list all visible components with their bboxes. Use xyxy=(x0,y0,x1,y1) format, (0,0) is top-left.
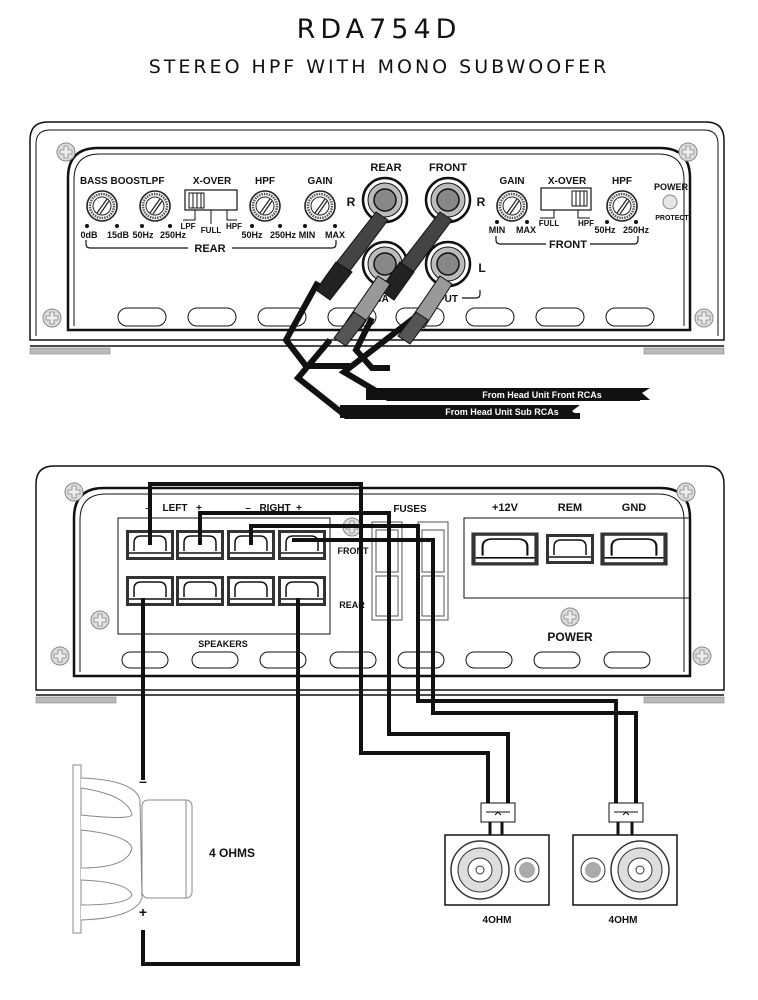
svg-text:FULL: FULL xyxy=(539,219,560,228)
rca-front-right-jack[interactable] xyxy=(424,176,472,224)
screw-icon xyxy=(64,482,84,502)
screw-icon xyxy=(678,142,698,162)
lpf-knob[interactable] xyxy=(138,189,172,223)
svg-text:250Hz: 250Hz xyxy=(623,225,650,235)
svg-text:MIN: MIN xyxy=(299,230,316,240)
svg-text:HPF: HPF xyxy=(612,176,632,187)
hpf-front-knob[interactable] xyxy=(605,189,639,223)
rear-section-label: REAR xyxy=(194,243,225,255)
svg-text:REAR: REAR xyxy=(370,162,401,174)
svg-text:PUT: PUT xyxy=(438,294,458,305)
screw-icon xyxy=(90,610,110,630)
svg-text:+12V: +12V xyxy=(492,502,519,514)
rca-front-left-jack[interactable] xyxy=(424,240,472,288)
terminal-rem[interactable] xyxy=(545,533,595,565)
hpf-rear-label: HPF xyxy=(255,176,275,187)
terminal-front-right-plus[interactable] xyxy=(277,529,327,561)
screw-icon xyxy=(692,646,712,666)
front-right-impedance: 4OHM xyxy=(609,915,638,926)
bass-boost-label: BASS BOOST xyxy=(80,176,146,187)
svg-text:MAX: MAX xyxy=(516,225,536,235)
sub-plus-label: + xyxy=(139,904,147,920)
rca-rear-right-jack[interactable] xyxy=(361,176,409,224)
svg-text:FRONT: FRONT xyxy=(429,162,467,174)
svg-text:50Hz: 50Hz xyxy=(132,230,154,240)
front-left-impedance: 4OHM xyxy=(483,915,512,926)
svg-text:+: + xyxy=(196,503,202,514)
gain-rear-label: GAIN xyxy=(308,176,333,187)
rear-controls: BASS BOOST 0dB 15dB LPF 50Hz 250Hz X-OVE… xyxy=(80,176,345,255)
svg-text:0dB: 0dB xyxy=(80,230,98,240)
front-controls: GAIN MIN MAX X-OVER FULL HPF HPF 50Hz 25… xyxy=(489,176,690,251)
screw-icon xyxy=(560,607,580,627)
svg-text:X-OVER: X-OVER xyxy=(548,176,587,187)
lpf-label: LPF xyxy=(146,176,165,187)
bass-boost-knob[interactable] xyxy=(85,189,119,223)
subwoofer: – + 4 OHMS xyxy=(72,764,255,934)
terminal-gnd[interactable] xyxy=(599,531,669,567)
gain-rear-knob[interactable] xyxy=(303,189,337,223)
svg-text:–: – xyxy=(245,503,251,514)
screw-icon xyxy=(676,482,696,502)
gain-front-knob[interactable] xyxy=(495,189,529,223)
xover-front-switch[interactable] xyxy=(540,187,592,219)
svg-text:GND: GND xyxy=(622,502,647,514)
power-label: POWER xyxy=(547,630,593,644)
svg-text:15dB: 15dB xyxy=(107,230,130,240)
svg-text:250Hz: 250Hz xyxy=(270,230,297,240)
cable-label-front: From Head Unit Front RCAs xyxy=(482,390,602,400)
rca-cables: From Head Unit Front RCAs From Head Unit… xyxy=(282,211,650,419)
speaker-terminal-block: – LEFT + – RIGHT + FRONT REAR SPEAKERS xyxy=(117,503,369,649)
svg-text:R: R xyxy=(477,195,486,209)
front-left-speaker: 4OHM xyxy=(444,802,550,926)
svg-text:HPF: HPF xyxy=(226,222,242,231)
svg-text:FULL: FULL xyxy=(201,226,222,235)
fuses-label: FUSES xyxy=(393,504,427,515)
diagram-subtitle: STEREO HPF WITH MONO SUBWOOFER xyxy=(148,56,610,78)
sub-impedance-label: 4 OHMS xyxy=(209,846,255,860)
svg-text:REM: REM xyxy=(558,502,582,514)
screw-icon xyxy=(42,308,62,328)
power-indicator-label: POWER xyxy=(654,182,689,192)
front-section-label: FRONT xyxy=(549,239,587,251)
protect-label: PROTECT xyxy=(655,215,689,222)
rear-row-label: REAR xyxy=(339,600,365,610)
model-title: RDA754D xyxy=(296,14,462,45)
svg-text:HPF: HPF xyxy=(578,219,594,228)
svg-text:+: + xyxy=(296,503,302,514)
power-led-icon xyxy=(662,194,678,210)
xover-rear-label: X-OVER xyxy=(193,176,232,187)
power-terminal-block: +12V REM GND POWER xyxy=(463,502,691,644)
terminal-rear-right-minus[interactable] xyxy=(226,575,276,607)
terminal-rear-right-plus[interactable] xyxy=(277,575,327,607)
terminal-plus-12v[interactable] xyxy=(470,531,540,567)
screw-icon xyxy=(50,646,70,666)
speaker-wires xyxy=(141,482,638,966)
front-right-speaker: 4OHM xyxy=(572,802,678,926)
svg-text:MAX: MAX xyxy=(325,230,345,240)
svg-text:RIGHT: RIGHT xyxy=(259,503,290,514)
svg-text:50Hz: 50Hz xyxy=(241,230,263,240)
sub-minus-label: – xyxy=(139,773,147,789)
svg-text:LPF: LPF xyxy=(180,222,195,231)
xover-rear-switch[interactable] xyxy=(183,189,238,224)
front-row-label: FRONT xyxy=(338,546,369,556)
svg-text:50Hz: 50Hz xyxy=(594,225,616,235)
speakers-label: SPEAKERS xyxy=(198,639,248,649)
svg-text:GAIN: GAIN xyxy=(500,176,525,187)
svg-text:L: L xyxy=(478,261,485,275)
svg-text:LEFT: LEFT xyxy=(163,503,188,514)
hpf-rear-knob[interactable] xyxy=(248,189,282,223)
terminal-rear-left-minus[interactable] xyxy=(125,575,175,607)
svg-text:R: R xyxy=(347,195,356,209)
cable-label-sub: From Head Unit Sub RCAs xyxy=(445,407,559,417)
svg-text:250Hz: 250Hz xyxy=(160,230,187,240)
screw-icon xyxy=(56,142,76,162)
screw-icon xyxy=(694,308,714,328)
svg-text:MIN: MIN xyxy=(489,225,506,235)
terminal-rear-left-plus[interactable] xyxy=(175,575,225,607)
